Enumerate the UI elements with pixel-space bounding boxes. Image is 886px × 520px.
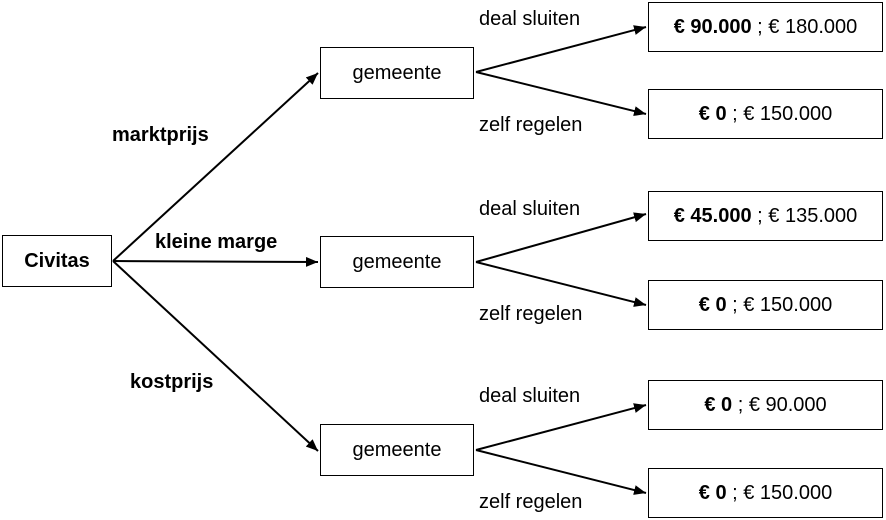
payoff-civitas: € 0 (698, 102, 727, 125)
outcome-box-2: € 0 ; € 150.000 (648, 89, 883, 139)
edge-deal-sluiten-2 (475, 212, 647, 263)
edge-label-deal-sluiten-1: deal sluiten (479, 8, 581, 30)
outcome-box-4: € 0 ; € 150.000 (648, 280, 883, 330)
edge-label-kostprijs: kostprijs (130, 371, 214, 393)
decision-node-gemeente-1: gemeente (320, 47, 474, 99)
edge-zelf-regelen-2 (475, 261, 647, 307)
decision-node-label: gemeente (352, 438, 442, 461)
edge-kleine-marge (112, 256, 319, 267)
payoff-gemeente: € 180.000 (768, 15, 858, 38)
root-node-civitas: Civitas (2, 235, 112, 287)
payoff-separator: ; (726, 102, 744, 125)
edge-label-zelf-regelen-2: zelf regelen (479, 303, 583, 325)
outcome-box-5: € 0 ; € 90.000 (648, 380, 883, 430)
decision-node-label: gemeente (352, 250, 442, 273)
payoff-civitas: € 0 (704, 393, 733, 416)
payoff-separator: ; (732, 393, 749, 416)
edge-label-zelf-regelen-3: zelf regelen (479, 491, 583, 513)
payoff-gemeente: € 90.000 (748, 393, 827, 416)
edge-label-zelf-regelen-1: zelf regelen (479, 114, 583, 136)
root-node-label: Civitas (24, 249, 90, 272)
edge-deal-sluiten-1 (475, 25, 647, 73)
outcome-box-6: € 0 ; € 150.000 (648, 468, 883, 518)
edge-kostprijs (112, 260, 319, 452)
edge-label-deal-sluiten-3: deal sluiten (479, 385, 581, 407)
edge-label-kleine-marge: kleine marge (155, 231, 278, 253)
decision-node-gemeente-2: gemeente (320, 236, 474, 288)
payoff-separator: ; (751, 204, 769, 227)
payoff-civitas: € 90.000 (673, 15, 752, 38)
payoff-separator: ; (726, 481, 744, 504)
edge-zelf-regelen-3 (475, 449, 647, 495)
payoff-gemeente: € 150.000 (743, 102, 833, 125)
edge-label-marktprijs: marktprijs (112, 124, 209, 146)
payoff-separator: ; (726, 293, 744, 316)
payoff-civitas: € 0 (698, 481, 727, 504)
outcome-box-3: € 45.000 ; € 135.000 (648, 191, 883, 241)
payoff-civitas: € 0 (698, 293, 727, 316)
payoff-gemeente: € 150.000 (743, 481, 833, 504)
payoff-gemeente: € 135.000 (768, 204, 858, 227)
decision-node-label: gemeente (352, 61, 442, 84)
outcome-box-1: € 90.000 ; € 180.000 (648, 2, 883, 52)
payoff-civitas: € 45.000 (673, 204, 752, 227)
payoff-separator: ; (751, 15, 769, 38)
edge-label-deal-sluiten-2: deal sluiten (479, 198, 581, 220)
edge-zelf-regelen-1 (475, 71, 647, 116)
edge-marktprijs (112, 72, 319, 262)
edge-deal-sluiten-3 (475, 403, 647, 451)
decision-node-gemeente-3: gemeente (320, 424, 474, 476)
payoff-gemeente: € 150.000 (743, 293, 833, 316)
